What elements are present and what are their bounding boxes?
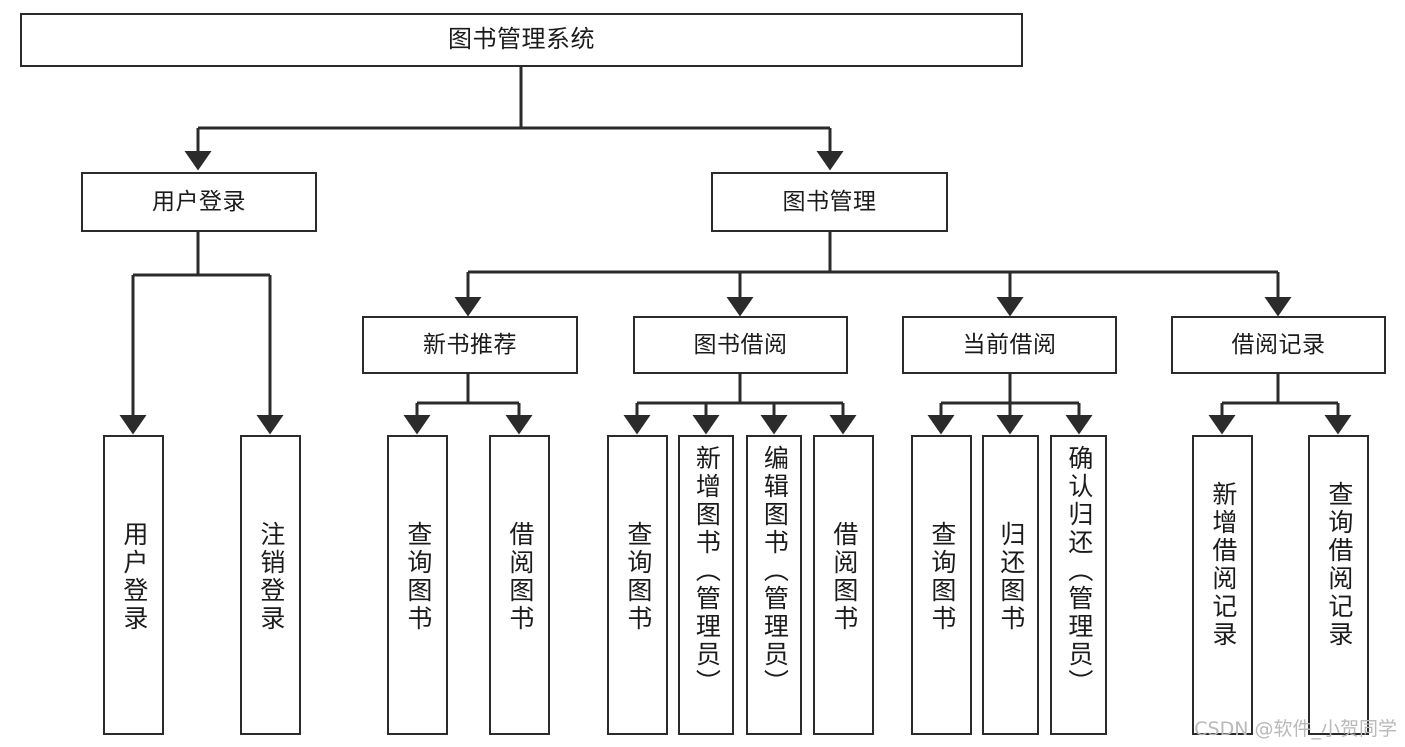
node-user-login[interactable]: 用户登录 bbox=[81, 172, 317, 232]
node-book-management-system[interactable]: 图书管理系统 bbox=[20, 13, 1023, 67]
node-label: 新增图书（管理员） bbox=[692, 445, 722, 697]
node-leaf-edit-book[interactable]: 编辑图书（管理员） bbox=[746, 435, 802, 735]
node-leaf-query-borrow-record[interactable]: 查询借阅记录 bbox=[1308, 435, 1369, 735]
node-label: 借阅图书 bbox=[829, 521, 859, 633]
node-label: 编辑图书（管理员） bbox=[760, 445, 790, 697]
node-leaf-borrow-book-borrow[interactable]: 借阅图书 bbox=[813, 435, 874, 735]
node-leaf-query-book-borrow[interactable]: 查询图书 bbox=[607, 435, 668, 735]
node-label: 查询图书 bbox=[403, 521, 433, 633]
node-leaf-user-login[interactable]: 用户登录 bbox=[103, 435, 164, 735]
node-label: 当前借阅 bbox=[962, 331, 1057, 358]
node-leaf-query-book-recommend[interactable]: 查询图书 bbox=[387, 435, 448, 735]
node-label: 图书管理 bbox=[782, 188, 877, 215]
node-leaf-confirm-return[interactable]: 确认归还（管理员） bbox=[1050, 435, 1107, 735]
node-leaf-add-book[interactable]: 新增图书（管理员） bbox=[678, 435, 734, 735]
node-leaf-logout-login[interactable]: 注销登录 bbox=[240, 435, 301, 735]
node-book-management[interactable]: 图书管理 bbox=[711, 172, 948, 232]
node-label: 查询借阅记录 bbox=[1324, 481, 1354, 649]
node-book-borrow[interactable]: 图书借阅 bbox=[633, 316, 848, 374]
node-leaf-borrow-book-recommend[interactable]: 借阅图书 bbox=[489, 435, 550, 735]
node-leaf-query-book-current[interactable]: 查询图书 bbox=[911, 435, 972, 735]
node-label: 新书推荐 bbox=[423, 331, 517, 358]
node-label: 查询图书 bbox=[623, 521, 653, 633]
node-borrow-record[interactable]: 借阅记录 bbox=[1171, 316, 1386, 374]
node-label: 借阅记录 bbox=[1231, 331, 1326, 358]
node-current-borrow[interactable]: 当前借阅 bbox=[902, 316, 1117, 374]
node-label: 图书管理系统 bbox=[448, 25, 595, 54]
node-label: 确认归还（管理员） bbox=[1064, 445, 1094, 697]
node-label: 借阅图书 bbox=[505, 521, 535, 633]
node-new-book-recommend[interactable]: 新书推荐 bbox=[362, 316, 578, 374]
node-label: 新增借阅记录 bbox=[1208, 481, 1238, 649]
node-leaf-return-book[interactable]: 归还图书 bbox=[982, 435, 1039, 735]
node-label: 图书借阅 bbox=[693, 331, 788, 358]
node-label: 用户登录 bbox=[119, 521, 149, 633]
node-leaf-add-borrow-record[interactable]: 新增借阅记录 bbox=[1192, 435, 1253, 735]
node-label: 查询图书 bbox=[927, 521, 957, 633]
node-label: 归还图书 bbox=[996, 521, 1026, 633]
node-label: 用户登录 bbox=[152, 188, 246, 215]
node-label: 注销登录 bbox=[256, 521, 286, 633]
